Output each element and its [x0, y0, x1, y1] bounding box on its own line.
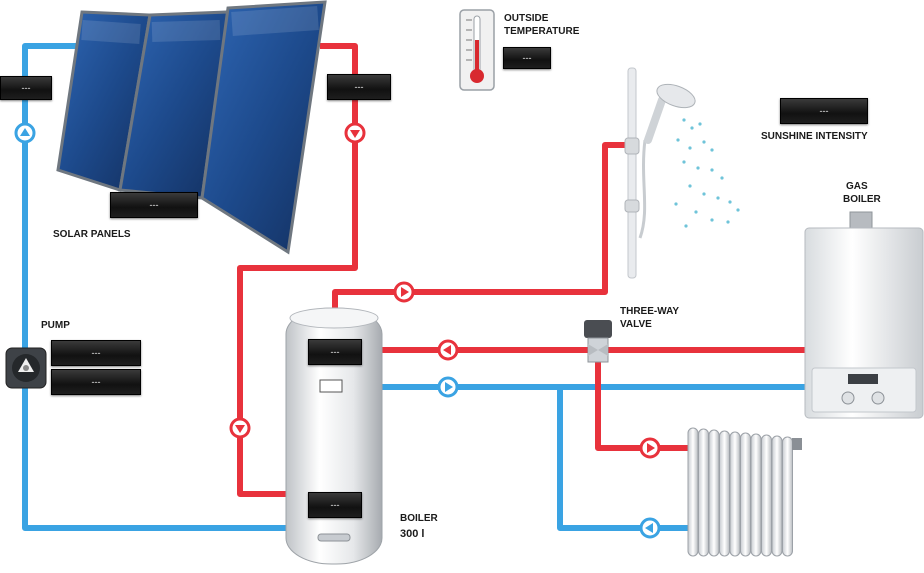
panel-inlet-value: --- [21, 83, 31, 93]
flow-arrow-radiator-in-icon [639, 437, 661, 459]
sunshine-intensity-value: --- [819, 106, 829, 116]
outside-temperature-readout: --- [503, 47, 551, 69]
radiator-fin [708, 429, 720, 557]
thermometer-icon [459, 9, 495, 91]
solar-panels [56, 0, 327, 255]
three-way-valve-label-line1: THREE-WAY [620, 306, 680, 317]
radiator-icon [687, 427, 802, 557]
flow-arrow-panel-down-icon [344, 122, 366, 144]
gas-boiler-label-line2: BOILER [843, 194, 881, 205]
boiler-label-line2: 300 l [400, 528, 425, 540]
pump-value-2: --- [91, 377, 101, 387]
outside-temperature-label-line2: TEMPERATURE [504, 26, 580, 37]
outside-temperature-label-line1: OUTSIDE [504, 13, 549, 24]
panel-inlet-readout: --- [0, 76, 52, 100]
radiator-fin [771, 435, 783, 557]
panel-middle-value: --- [149, 200, 159, 210]
outside-temperature-value: --- [522, 53, 532, 63]
solar-panel-3 [200, 0, 327, 255]
panel-outlet-readout: --- [327, 74, 391, 100]
flow-arrow-pump-up-icon [14, 122, 36, 144]
hot-pipe-shower [332, 142, 632, 310]
flow-arrow-boiler-feed-icon [229, 417, 251, 439]
boiler-top-value: --- [330, 347, 340, 357]
flow-arrow-shower-icon [393, 281, 415, 303]
boiler-bottom-value: --- [330, 500, 340, 510]
radiator-fin [750, 433, 762, 557]
shower-icon [624, 67, 740, 279]
radiator-fin [719, 430, 730, 557]
three-way-valve-label-line2: VALVE [620, 319, 652, 330]
pump-readout-1: --- [51, 340, 141, 366]
pump [5, 347, 47, 389]
three-way-valve [584, 320, 612, 363]
radiator-fin [761, 434, 772, 557]
solar-panels-label: SOLAR PANELS [53, 229, 131, 240]
radiator-fin [687, 427, 699, 557]
radiator-fin [698, 428, 709, 557]
boiler-bottom-readout: --- [308, 492, 362, 518]
flow-arrow-cold-out-icon [437, 376, 459, 398]
radiator-valve-icon [792, 438, 802, 450]
boiler-top-readout: --- [308, 339, 362, 365]
pump-label: PUMP [41, 320, 70, 331]
hot-pipe-panel-flow [237, 43, 358, 497]
panel-middle-readout: --- [110, 192, 198, 218]
cold-pipe-panel-return [22, 43, 292, 531]
gas-boiler-label-line1: GAS [846, 181, 868, 192]
gas-boiler-knob-1 [841, 391, 855, 405]
pump-readout-2: --- [51, 369, 141, 395]
radiator-fin [740, 432, 751, 557]
panel-outlet-value: --- [354, 82, 364, 92]
cold-pipe-radiator-return [557, 387, 690, 531]
radiator-fin [782, 436, 793, 557]
radiator-fin [729, 431, 741, 557]
gas-boiler [804, 211, 924, 419]
flow-arrow-radiator-out-icon [639, 517, 661, 539]
flow-arrows [14, 122, 661, 539]
sunshine-intensity-label: SUNSHINE INTENSITY [761, 131, 868, 142]
flow-arrow-gas-return-icon [437, 339, 459, 361]
pump-value-1: --- [91, 348, 101, 358]
boiler-label-line1: BOILER [400, 513, 438, 524]
gas-boiler-knob-2 [871, 391, 885, 405]
sunshine-intensity-readout: --- [780, 98, 868, 124]
hot-pipe-radiator [595, 345, 690, 451]
